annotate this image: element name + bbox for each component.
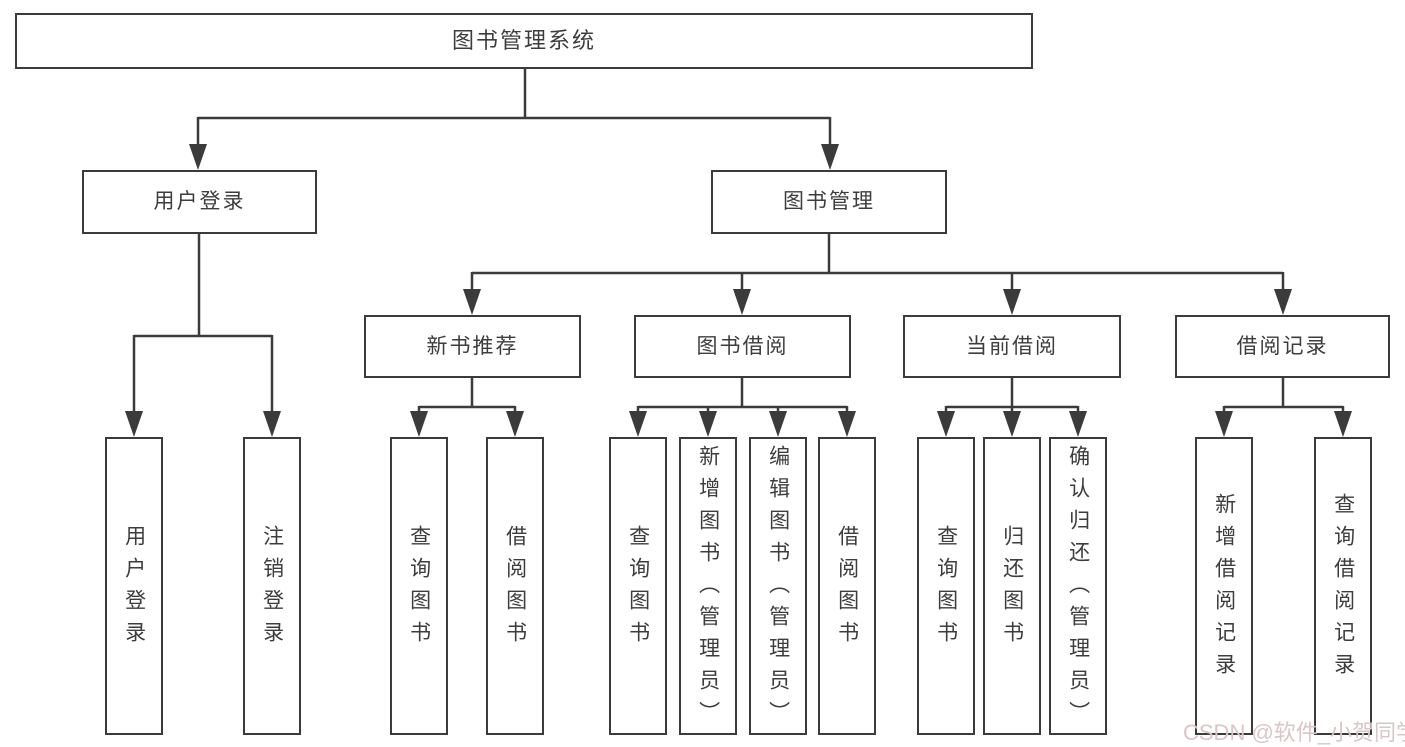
- leaf-borrow-books: 借阅图书: [818, 437, 876, 735]
- leaf-return-books: 归还图书: [983, 437, 1041, 735]
- node-library-management-system: 图书管理系统: [15, 13, 1033, 69]
- leaf-query-books-current: 查询图书: [917, 437, 975, 735]
- csdn-watermark: CSDN @软件_小贺同学: [1183, 720, 1405, 745]
- node-current-borrowing: 当前借阅: [903, 315, 1121, 378]
- leaf-query-books-recommend: 查询图书: [390, 437, 448, 735]
- leaf-query-books-borrowing: 查询图书: [609, 437, 667, 735]
- leaf-add-books-admin: 新增图书（管理员）: [679, 437, 737, 735]
- node-new-book-recommendation: 新书推荐: [364, 315, 581, 378]
- node-book-borrowing: 图书借阅: [634, 315, 851, 378]
- leaf-query-borrow-record: 查询借阅记录: [1314, 437, 1372, 735]
- leaf-add-borrow-record: 新增借阅记录: [1195, 437, 1253, 735]
- leaf-confirm-return-admin: 确认归还（管理员）: [1049, 437, 1107, 735]
- leaf-borrow-books-recommend: 借阅图书: [486, 437, 544, 735]
- node-book-management: 图书管理: [711, 170, 947, 234]
- node-borrowing-records: 借阅记录: [1175, 315, 1390, 378]
- leaf-user-login: 用户登录: [105, 437, 163, 735]
- leaf-logout: 注销登录: [243, 437, 301, 735]
- leaf-edit-books-admin: 编辑图书（管理员）: [749, 437, 807, 735]
- node-user-login: 用户登录: [82, 170, 317, 234]
